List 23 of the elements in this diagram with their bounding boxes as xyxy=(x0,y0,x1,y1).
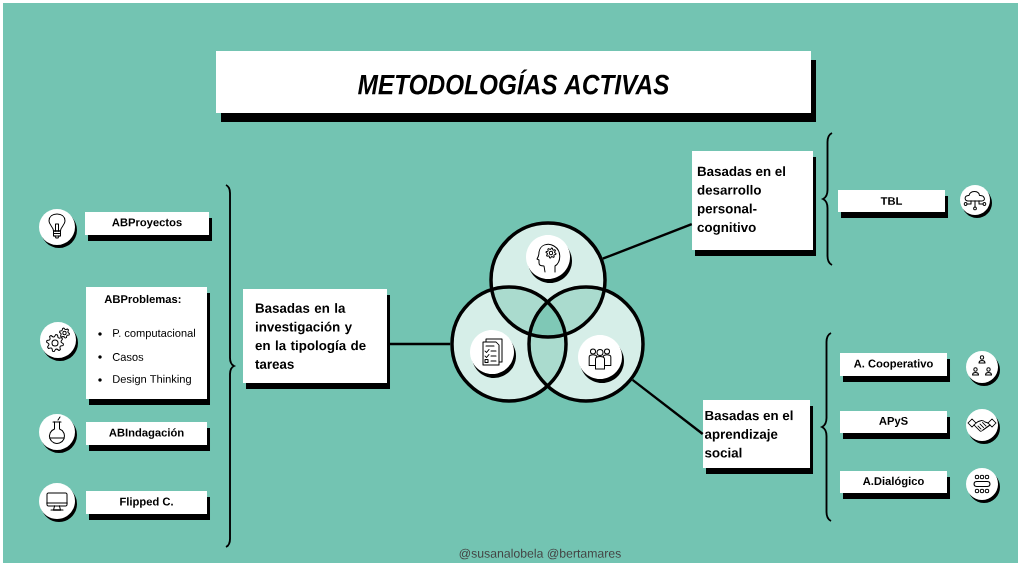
label-card: A. Cooperativo xyxy=(840,353,950,382)
connector-line xyxy=(387,342,451,346)
category-card: Basadas en el aprendizaje social xyxy=(703,400,813,474)
list-item: Design Thinking xyxy=(113,374,191,386)
label-card: APyS xyxy=(840,411,950,439)
venn-circle xyxy=(450,285,568,403)
list-card xyxy=(86,287,210,405)
venn-circle xyxy=(489,221,607,339)
label-card: ABProyectos xyxy=(85,212,212,241)
label-card: A.Dialógico xyxy=(840,471,950,499)
category-card: Basadas en la investigación y en la tipología de tareas xyxy=(243,289,390,389)
credit-text: @susanalobela @bertamares xyxy=(459,548,621,560)
category-card: Basadas en el desarrollo personal-cognitivo xyxy=(692,151,816,256)
title-banner: METODOLOGÍAS ACTIVAS xyxy=(216,51,816,122)
connector-line xyxy=(631,378,704,435)
label-card: TBL xyxy=(838,190,948,218)
list-item: P. computacional xyxy=(113,328,195,340)
label-card: ABIndagación xyxy=(86,422,210,451)
connector-line xyxy=(602,223,693,260)
list-heading: ABProblemas: xyxy=(104,294,181,304)
label-card: Flipped C. xyxy=(86,491,210,520)
venn-circle xyxy=(527,285,645,403)
list-item: Casos xyxy=(112,353,144,361)
